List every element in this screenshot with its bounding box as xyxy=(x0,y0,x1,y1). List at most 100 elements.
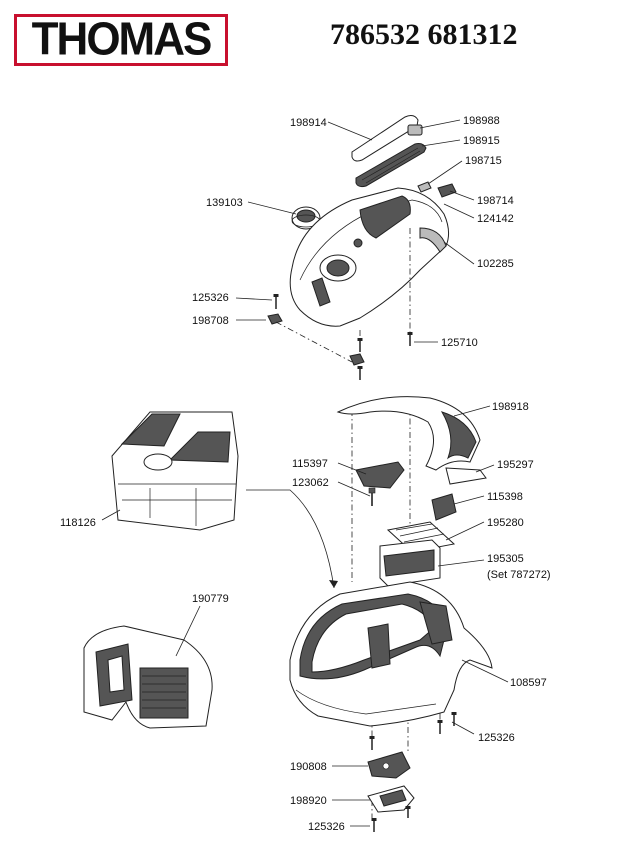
part-label: 198918 xyxy=(492,401,529,413)
switch-detail xyxy=(382,762,390,770)
filter-frame-mesh xyxy=(395,523,445,543)
part-label: (Set 787272) xyxy=(487,569,551,581)
part-label: 190808 xyxy=(290,761,327,773)
screw-icon xyxy=(407,332,413,346)
alignment-line xyxy=(275,321,353,363)
part-label: 195297 xyxy=(497,459,534,471)
part-label: 190779 xyxy=(192,593,229,605)
part-label: 195280 xyxy=(487,517,524,529)
upper-housing-assembly xyxy=(336,396,487,587)
part-label: 118126 xyxy=(60,517,96,529)
screw-icon xyxy=(273,294,279,309)
part-label: 198708 xyxy=(192,315,229,327)
base-divider xyxy=(367,623,391,669)
screw-icon xyxy=(451,712,457,726)
clip-part xyxy=(407,124,423,136)
assembly-arrow xyxy=(246,489,335,589)
part-label: 108597 xyxy=(510,677,547,689)
part-label: 125326 xyxy=(478,732,515,744)
part-label: 125326 xyxy=(308,821,345,833)
bottom-parts xyxy=(367,712,457,832)
part-label: 115398 xyxy=(487,491,523,503)
screw-icon xyxy=(371,818,377,832)
leader-line xyxy=(235,297,273,301)
part-label: 198915 xyxy=(463,135,500,147)
leader-line xyxy=(451,721,475,735)
screw-icon xyxy=(405,806,411,818)
lid-handle-recess xyxy=(359,195,411,239)
lid-dial-center xyxy=(326,259,350,277)
vent-cover-part xyxy=(431,493,457,521)
side-panel-grille xyxy=(139,667,189,719)
housing-grille xyxy=(440,411,477,460)
part-label: 198988 xyxy=(463,115,500,127)
part-label: 195305 xyxy=(487,553,524,565)
lower-bracket-part xyxy=(349,353,365,366)
part-labels: 198914 198988 198915 198715 198714 12414… xyxy=(60,115,551,833)
pin-part xyxy=(368,487,376,506)
side-panel-grille-lines xyxy=(142,675,186,709)
part-label: 125326 xyxy=(192,292,229,304)
model-codes: 786532 681312 xyxy=(330,18,518,51)
leader-line xyxy=(453,495,485,505)
leader-line xyxy=(175,605,201,657)
filter-box-ridges xyxy=(118,483,236,501)
part-label: 139103 xyxy=(206,197,243,209)
leader-line xyxy=(449,190,475,201)
leader-line xyxy=(337,462,367,475)
leader-line xyxy=(327,121,373,141)
filter-box-grille-right xyxy=(168,431,231,463)
leader-line xyxy=(453,405,491,417)
leader-line xyxy=(421,139,461,147)
arrow-head-icon xyxy=(329,580,338,588)
filter-media xyxy=(383,549,435,577)
leader-line xyxy=(461,659,509,683)
screw-icon xyxy=(357,366,363,380)
part-label: 124142 xyxy=(477,213,514,225)
leader-line xyxy=(437,559,485,567)
bracket-part xyxy=(267,313,283,325)
filter-box-cup xyxy=(143,453,173,471)
handle-insert-part xyxy=(355,143,427,188)
lid-pin xyxy=(353,238,363,248)
leader-line xyxy=(247,201,297,215)
lid-button xyxy=(311,277,331,307)
part-label: 115397 xyxy=(292,458,328,470)
mount-bracket-part xyxy=(355,461,405,489)
leader-lines xyxy=(101,119,509,827)
leader-line xyxy=(443,203,475,219)
bottom-cover-detail xyxy=(379,789,407,807)
leader-line xyxy=(445,521,485,541)
leader-line xyxy=(337,481,371,497)
water-filter-box xyxy=(111,411,239,531)
filter-box-dividers xyxy=(149,488,197,526)
leader-line xyxy=(419,119,461,129)
side-panel-assembly xyxy=(83,625,213,729)
leader-line xyxy=(101,509,121,521)
leader-line xyxy=(427,160,463,185)
screw-icon xyxy=(437,720,443,734)
side-panel-inner xyxy=(107,655,125,693)
part-label: 198715 xyxy=(465,155,502,167)
leader-line xyxy=(475,464,495,473)
part-label: 125710 xyxy=(441,337,478,349)
base-motor-housing xyxy=(419,601,453,645)
filter-box-grille-left xyxy=(120,413,181,447)
filter-box-body xyxy=(111,411,239,531)
handle-insert-ribs xyxy=(361,147,421,184)
top-cover-assembly xyxy=(267,115,457,380)
latch-part xyxy=(417,181,432,193)
thomas-logo: THOMAS xyxy=(14,14,228,66)
knob-part xyxy=(291,206,321,230)
leader-line xyxy=(443,241,475,265)
base-lower-ridge xyxy=(295,689,437,715)
part-label: 102285 xyxy=(477,258,514,270)
part-label: 198714 xyxy=(477,195,514,207)
brand-name: THOMAS xyxy=(31,13,213,66)
part-label: 123062 xyxy=(292,477,329,489)
button-part xyxy=(437,183,457,198)
part-label: 198920 xyxy=(290,795,327,807)
lid-side-trim xyxy=(419,227,447,253)
